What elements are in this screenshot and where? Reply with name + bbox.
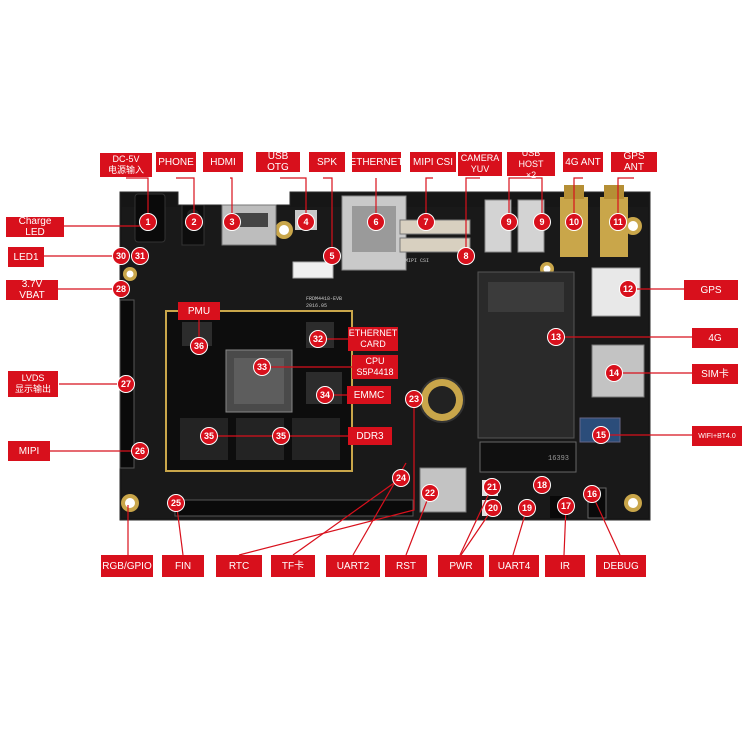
callout-35a: 35 — [200, 427, 218, 445]
label-mipi-csi: MIPI CSI — [410, 152, 456, 172]
callout-12: 12 — [619, 280, 637, 298]
label-led1: LED1 — [8, 247, 44, 267]
label-wifi: WIFI+BT4.0 — [692, 426, 742, 446]
label-rtc: RTC — [216, 555, 262, 577]
callout-26: 26 — [131, 442, 149, 460]
label-emmc: EMMC — [347, 386, 391, 404]
m2-slot — [479, 441, 577, 473]
callout-3: 3 — [223, 213, 241, 231]
callout-8: 8 — [457, 247, 475, 265]
callout-15: 15 — [592, 426, 610, 444]
callout-1: 1 — [139, 213, 157, 231]
callout-7: 7 — [417, 213, 435, 231]
callout-13: 13 — [547, 328, 565, 346]
callout-30: 30 — [112, 247, 130, 265]
label-charge-led: Charge LED — [6, 216, 64, 238]
silk-board-id: FRDM4418-EVB — [306, 296, 343, 302]
callout-35b: 35 — [272, 427, 290, 445]
callout-18: 18 — [533, 476, 551, 494]
label-usb-otg: USB OTG — [256, 151, 300, 173]
callout-11: 11 — [609, 213, 627, 231]
callout-24: 24 — [392, 469, 410, 487]
callout-33: 33 — [253, 358, 271, 376]
label-ir: IR — [545, 555, 585, 577]
callout-16: 16 — [583, 485, 601, 503]
label-ethernet: ETHERNET — [350, 152, 403, 172]
label-4g-ant: 4G ANT — [563, 152, 603, 172]
label-tf: TF卡 — [271, 555, 315, 577]
label-pmu: PMU — [178, 302, 220, 320]
label-vbat: 3.7V VBAT — [6, 279, 58, 301]
callout-27: 27 — [117, 375, 135, 393]
label-hdmi: HDMI — [203, 152, 243, 172]
label-pwr: PWR — [438, 555, 484, 577]
label-phone: PHONE — [156, 152, 196, 172]
label-rst: RST — [385, 555, 427, 577]
spk-header — [292, 261, 334, 279]
callout-19: 19 — [518, 499, 536, 517]
callout-34: 34 — [316, 386, 334, 404]
ddr3-chip-3 — [292, 418, 340, 460]
label-sim: SIM卡 — [692, 364, 738, 384]
label-ddr3: DDR3 — [348, 427, 392, 445]
label-gps: GPS — [684, 280, 738, 300]
callout-9b: 9 — [533, 213, 551, 231]
callout-28: 28 — [112, 280, 130, 298]
callout-36: 36 — [190, 337, 208, 355]
callout-22: 22 — [421, 484, 439, 502]
callout-6: 6 — [367, 213, 385, 231]
label-uart4: UART4 — [489, 555, 539, 577]
callout-20: 20 — [484, 499, 502, 517]
silk-chip-code: 16393 — [548, 455, 570, 463]
label-camera-yuv: CAMERA YUV — [458, 152, 502, 176]
camera-fpc — [399, 237, 471, 253]
callout-14: 14 — [605, 364, 623, 382]
callout-21: 21 — [483, 478, 501, 496]
label-rgb-gpio: RGB/GPIO — [101, 555, 153, 577]
label-ethernet-card: ETHERNET CARD — [348, 327, 398, 351]
callout-25: 25 — [167, 494, 185, 512]
callout-9a: 9 — [500, 213, 518, 231]
callout-23: 23 — [405, 390, 423, 408]
callout-5: 5 — [323, 247, 341, 265]
callout-2: 2 — [185, 213, 203, 231]
label-spk: SPK — [309, 152, 345, 172]
silk-mipi: MIPI CSI — [405, 258, 430, 264]
label-usb-host: USB HOST ×2 — [507, 148, 555, 180]
callout-4: 4 — [297, 213, 315, 231]
mipi-csi-fpc — [399, 219, 471, 235]
silk-board-sub: 2016.05 — [306, 303, 328, 309]
label-uart2: UART2 — [326, 555, 380, 577]
callout-32: 32 — [309, 330, 327, 348]
callout-17: 17 — [557, 497, 575, 515]
callout-31: 31 — [131, 247, 149, 265]
label-mipi: MIPI — [8, 441, 50, 461]
label-debug: DEBUG — [596, 555, 646, 577]
label-fin: FIN — [162, 555, 204, 577]
label-gps-ant: GPS ANT — [611, 151, 657, 173]
callout-10: 10 — [565, 213, 583, 231]
label-cpu: CPU S5P4418 — [352, 355, 398, 379]
label-lvds: LVDS 显示输出 — [8, 371, 58, 397]
label-dc5v: DC-5V 电源输入 — [100, 153, 152, 177]
label-4g: 4G — [692, 328, 738, 348]
